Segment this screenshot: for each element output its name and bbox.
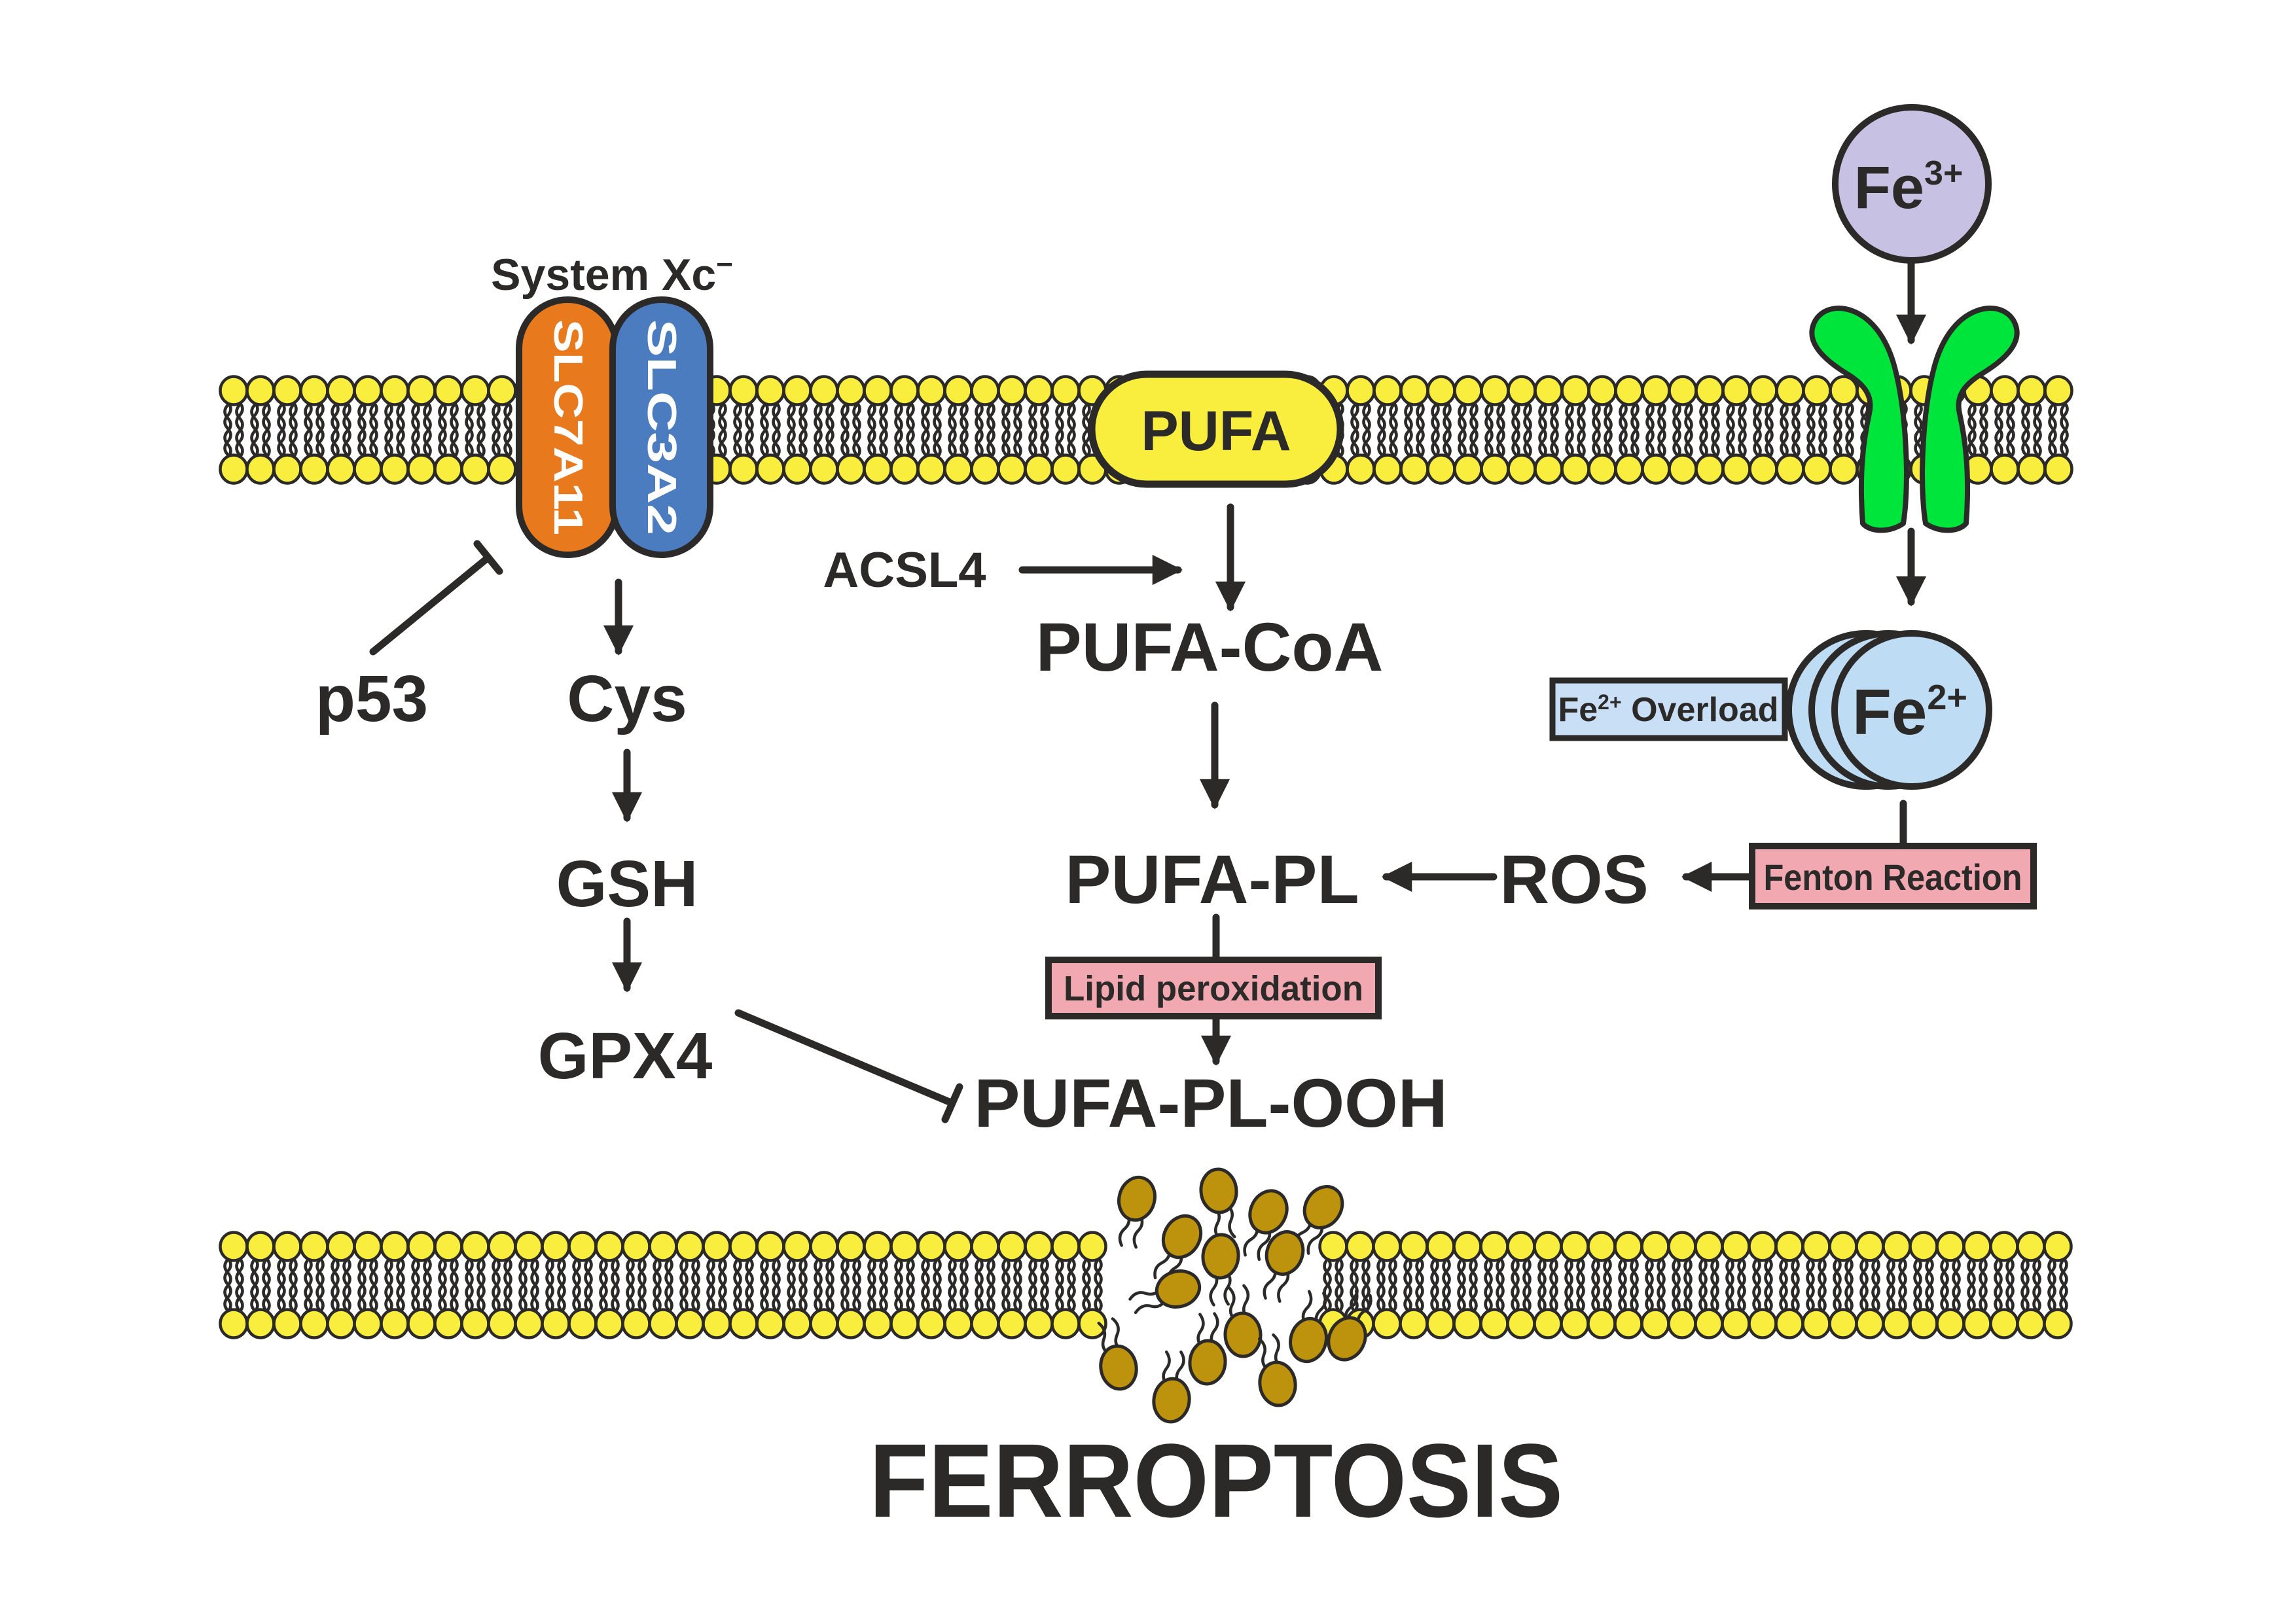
iron-transporter-left-half [1809,306,1909,533]
lipid-peroxidation-label: Lipid peroxidation [1064,969,1363,1008]
system-xc-superscript: − [716,249,733,281]
peroxidized-lipid [1223,1285,1261,1357]
pufa-label: PUFA [1141,400,1291,463]
peroxidized-lipid [1251,1227,1309,1305]
gsh-label: GSH [556,847,698,921]
fe2-superscript: 2+ [1927,678,1967,717]
fe2-overload-box [1549,677,1788,741]
lipid-bilayer-bottom-ruptured [219,1231,2073,1339]
fe2-overload-superscript: 2+ [1598,690,1621,714]
ferroptosis-title: FERROPTOSIS [869,1422,1563,1539]
pufa-pl-label: PUFA-PL [1065,841,1359,918]
slc3a2-label: SLC3A2 [639,319,684,535]
cys-label: Cys [567,662,687,735]
p53-label: p53 [315,662,428,735]
fe3-base: Fe [1854,154,1924,221]
pufa-membrane-pill [1088,370,1344,488]
system-xc-base: System Xc [491,250,716,300]
peroxidized-lipid [1199,1168,1240,1241]
system-xc-label: System Xc− [491,249,733,300]
iron-transporter-right-half [1920,306,2020,533]
inhibition-gpx4-to-ooh [734,1009,963,1123]
inhibition-p53-to-systemxc [369,540,503,656]
gpx4-label: GPX4 [538,1019,713,1093]
fe2-overload-rest: Overload [1622,691,1779,729]
fe2-label: Fe2+ [1852,676,1967,748]
peroxidized-lipid [1126,1266,1204,1318]
fe2-base: Fe [1852,676,1927,748]
fe2-overload-label: Fe2+ Overload [1558,690,1778,729]
peroxidized-lipid [1107,1173,1160,1250]
fe3-superscript: 3+ [1924,154,1963,192]
fe2-disc-front [1831,630,1992,790]
pufa-pl-ooh-label: PUFA-PL-OOH [974,1065,1447,1142]
peroxidized-lipid [1188,1312,1229,1385]
slc3a2-subunit [609,296,713,558]
fe3-label: Fe3+ [1854,154,1964,221]
pufa-coa-label: PUFA-CoA [1036,609,1384,686]
ros-label: ROS [1499,841,1649,918]
fenton-reaction-label: Fenton Reaction [1764,856,2022,898]
fe2-overload-base: Fe [1558,691,1598,729]
acsl4-label: ACSL4 [823,542,986,598]
slc7a11-label: SLC7A11 [545,319,590,535]
